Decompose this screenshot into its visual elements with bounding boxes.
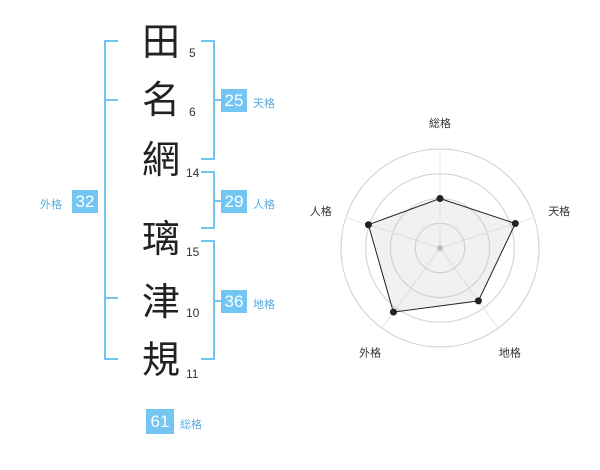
chikaku-value: 36 [221,290,247,313]
jinkaku-bracket-tick [201,227,215,229]
stroke-count-2: 6 [189,105,196,119]
stroke-count-6: 11 [186,367,199,381]
radar-points [364,195,519,316]
name-char-2: 名 [142,78,181,122]
soukaku-value: 61 [146,409,174,434]
radar-area [367,197,516,313]
axis-label-chikaku: 地格 [499,345,521,359]
stroke-count-3: 14 [186,166,200,180]
name-char-1: 田 [142,20,181,64]
chikaku-connector [213,300,221,302]
jinkaku-label: 人格 [253,198,275,211]
jinkaku-value: 29 [221,190,247,213]
outer-bracket-tick [104,99,118,101]
radar-center [437,245,443,251]
tenkaku-bracket-tick [201,158,215,160]
chikaku-bracket-tick [201,358,215,360]
axis-label-tenkaku: 天格 [548,204,570,218]
name-char-5: 津 [142,280,181,324]
outer-bracket-tick [104,40,118,42]
radar-point [436,195,444,202]
outer-bracket-tick [104,358,118,360]
radar-point [474,297,482,305]
tenkaku-connector [213,99,221,101]
axis-label-soukaku: 総格 [429,116,451,130]
axis-label-gaikaku: 外格 [359,345,381,359]
stroke-count-4: 15 [186,245,200,259]
stroke-count-1: 5 [189,46,196,60]
radar-chart: 総格 天格 地格 外格 人格 [310,116,570,359]
tenkaku-value: 25 [221,89,247,112]
radar-point [389,308,397,316]
axis-label-jinkaku: 人格 [310,204,332,218]
name-char-3: 網 [142,138,181,182]
gaikaku-value: 32 [72,190,98,213]
radar-point [364,221,372,229]
name-char-4: 璃 [142,217,181,261]
radar-spoke [439,247,499,329]
jinkaku-connector [213,200,221,202]
name-char-6: 規 [142,338,181,382]
radar-spoke [345,216,441,249]
soukaku-label: 総格 [180,418,202,431]
outer-bracket-line [104,40,106,360]
chikaku-label: 地格 [253,298,275,311]
gaikaku-label: 外格 [40,198,62,211]
jinkaku-bracket-tick [201,171,215,173]
tenkaku-bracket-tick [201,40,215,42]
outer-bracket-tick [104,297,118,299]
radar-point [511,220,519,228]
tenkaku-label: 天格 [253,97,275,110]
stroke-count-5: 10 [186,306,200,320]
chikaku-bracket-tick [201,240,215,242]
